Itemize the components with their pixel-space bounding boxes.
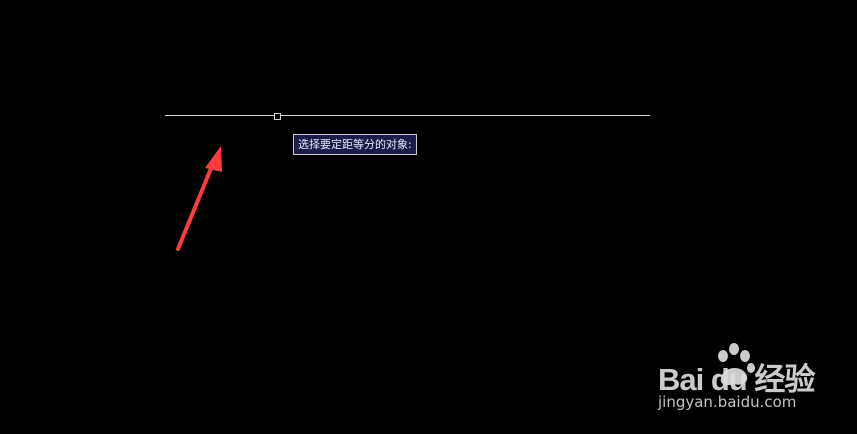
baidu-jingyan-watermark: Bai du 经验 jingyan.baidu.com [655,340,825,420]
command-prompt-tooltip: 选择要定距等分的对象: [293,134,417,155]
command-prompt-text: 选择要定距等分的对象: [298,138,412,151]
pickbox-cursor [274,113,281,120]
line-object[interactable] [165,115,650,116]
paw-logo-icon [718,343,755,386]
watermark-url-text: jingyan.baidu.com [658,393,797,411]
watermark-logo-text: Bai du 经验 [658,362,815,397]
